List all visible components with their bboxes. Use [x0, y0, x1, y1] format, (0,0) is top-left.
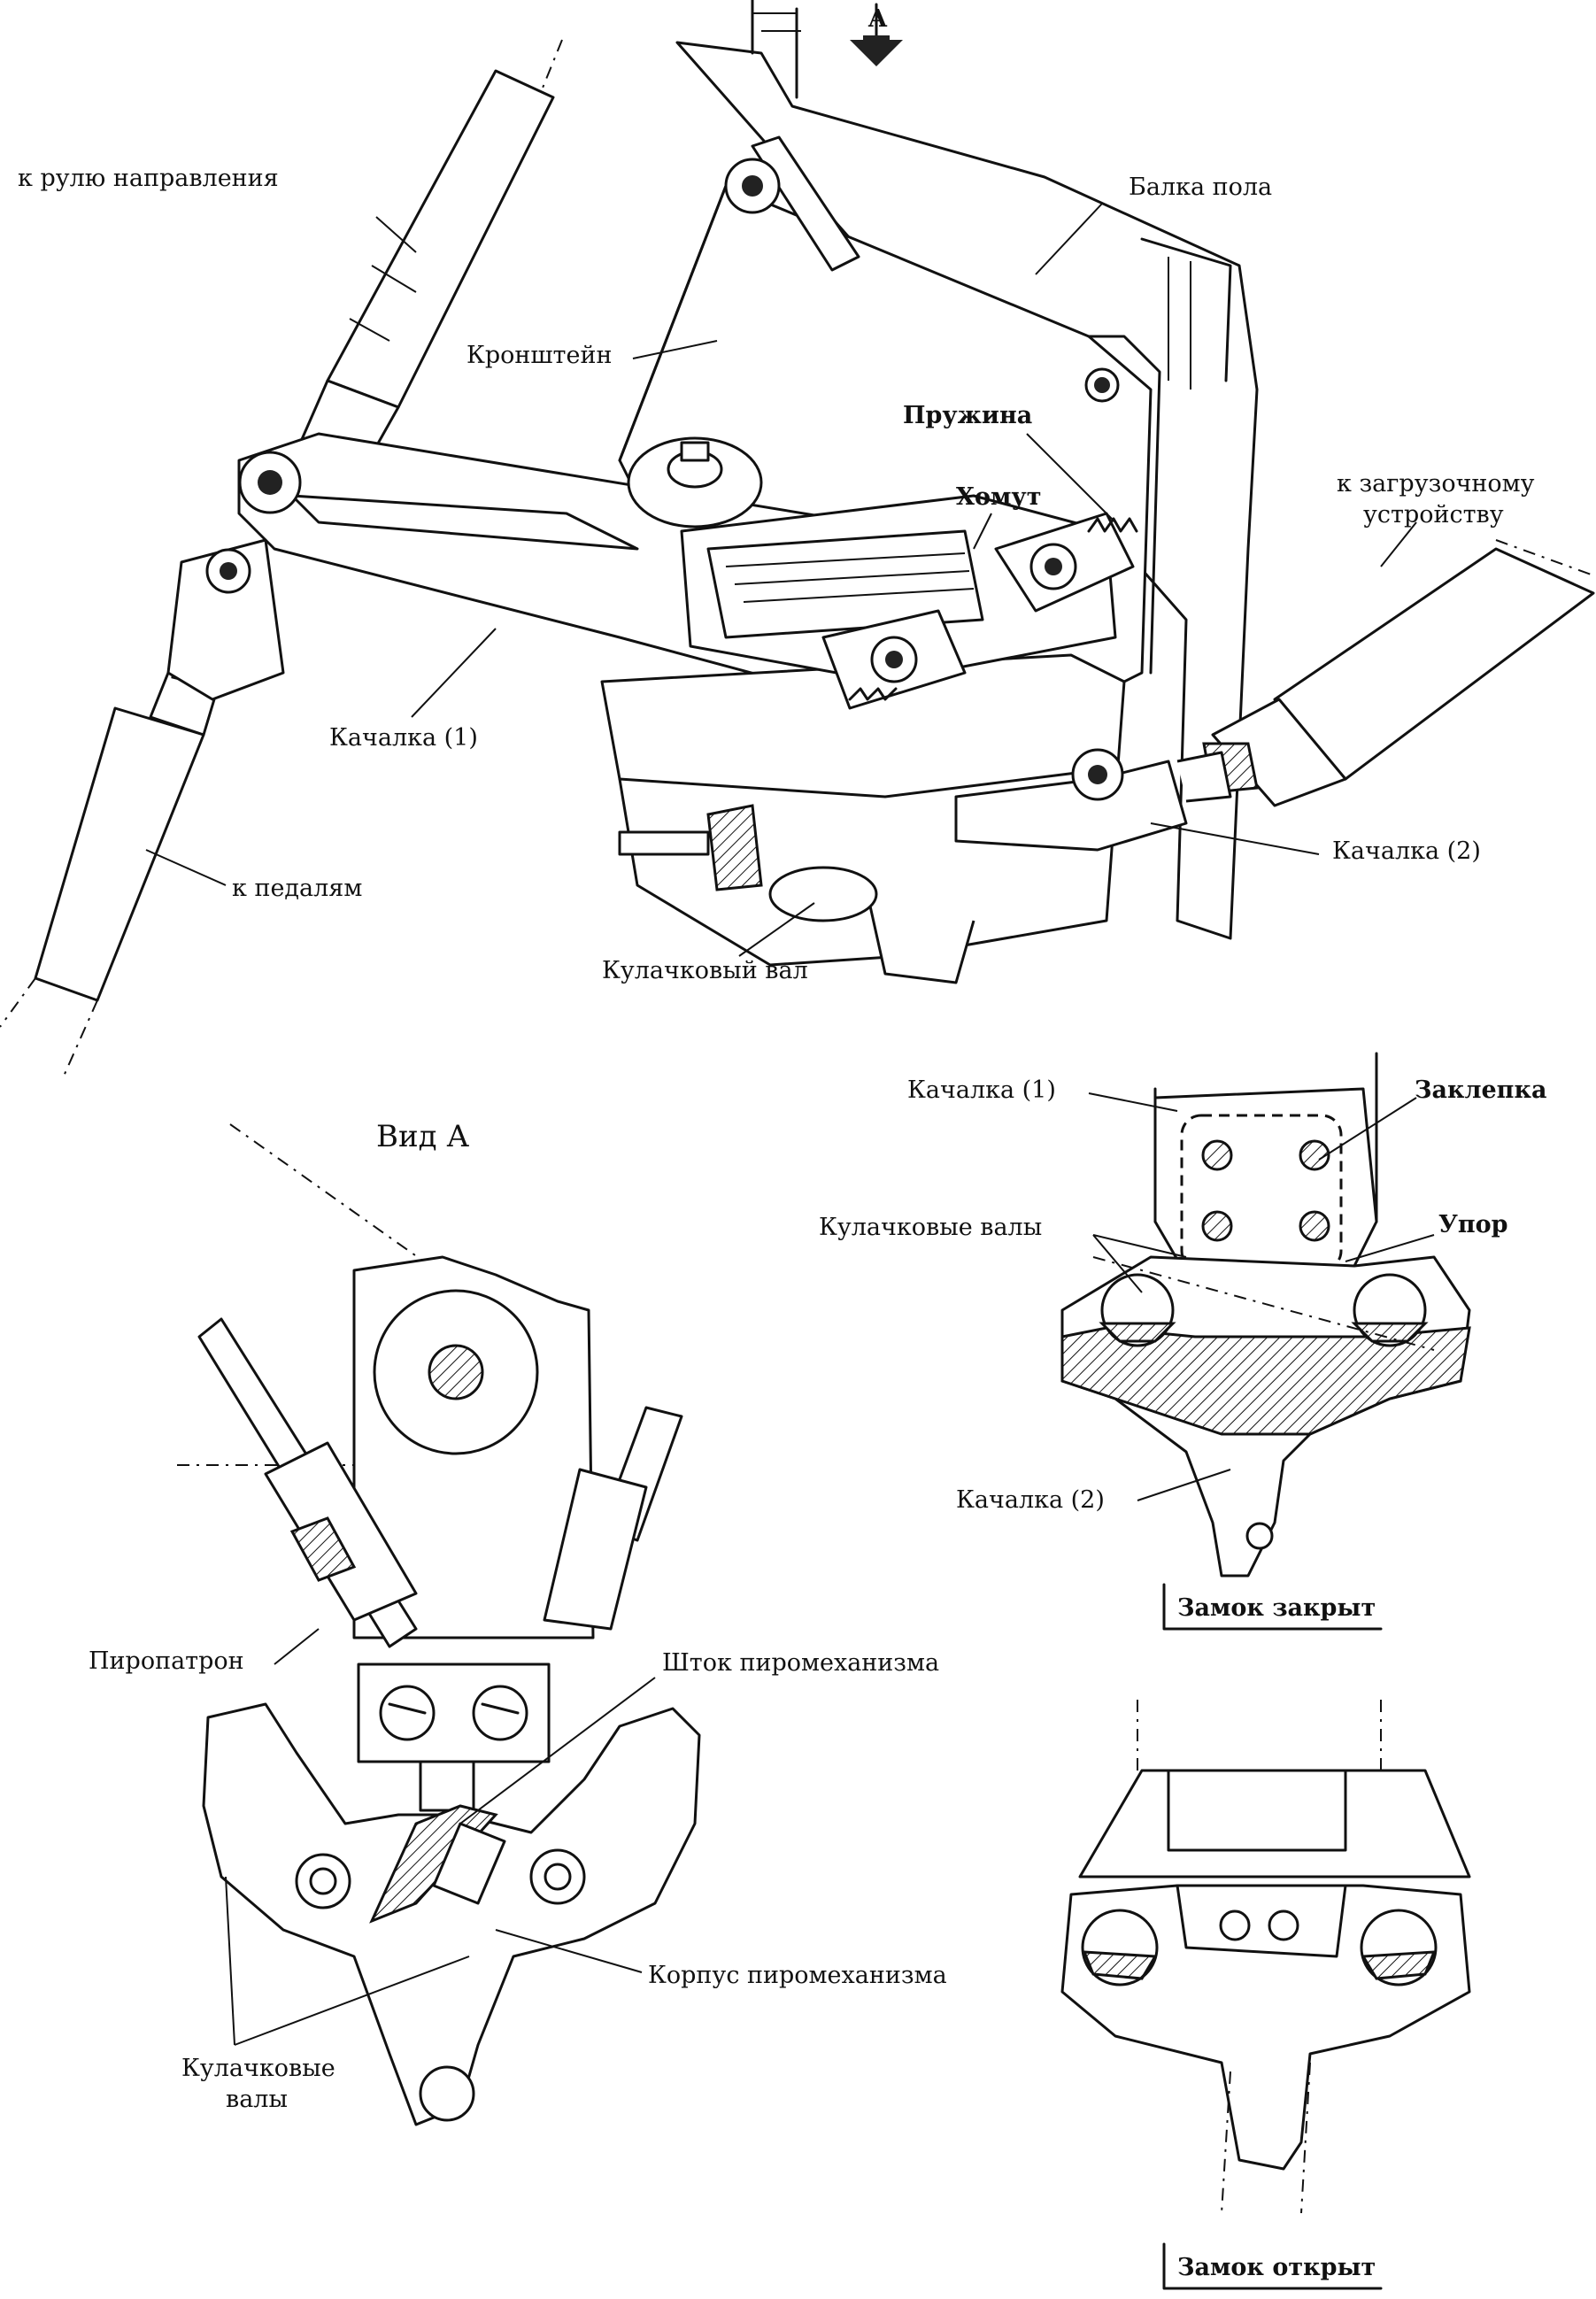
- label-squib: Пиропатрон: [89, 1647, 244, 1675]
- label-floor-beam: Балка пола: [1129, 174, 1272, 201]
- label-closed-rocker-1: Качалка (1): [907, 1076, 1056, 1104]
- label-closed-camshafts: Кулачковые валы: [819, 1214, 1042, 1241]
- view-a-title: Вид А: [376, 1119, 469, 1154]
- label-lock-closed: Замок закрыт: [1177, 1594, 1376, 1622]
- label-body: Корпус пиромеханизма: [648, 1962, 947, 1989]
- label-closed-rocker-2: Качалка (2): [956, 1486, 1105, 1514]
- label-camshaft: Кулачковый вал: [602, 957, 808, 984]
- label-rocker-2: Качалка (2): [1332, 837, 1481, 865]
- label-lock-open: Замок открыт: [1177, 2254, 1376, 2281]
- lock-closed-diagram: Качалка (1) Заклепка Кулачковые валы Упо…: [819, 1052, 1546, 1631]
- label-rocker-1: Качалка (1): [329, 724, 478, 752]
- view-a-marker-letter: A: [867, 5, 888, 33]
- label-closed-stop: Упор: [1438, 1211, 1508, 1238]
- main-leader-lines: [145, 203, 1417, 957]
- rudder-pushrod: [295, 39, 563, 480]
- label-pedals: к педалям: [232, 875, 362, 902]
- view-a-diagram: Вид А Пиропатрон: [89, 1119, 947, 2126]
- main-assembly: A: [0, 0, 1595, 1081]
- top-link: [724, 135, 860, 272]
- label-camshafts-line2: валы: [226, 2086, 288, 2113]
- label-spring: Пружина: [903, 402, 1032, 429]
- label-rudder: к рулю направления: [18, 165, 279, 192]
- label-loader-line1: к загрузочному: [1337, 470, 1535, 498]
- clevis: [166, 538, 285, 701]
- label-camshafts-line1: Кулачковые: [181, 2055, 335, 2082]
- label-closed-rivet: Заклепка: [1415, 1076, 1546, 1104]
- pedals-pushrod: [0, 644, 219, 1081]
- lock-open-diagram: Замок открыт: [1060, 1700, 1471, 2290]
- view-a-arrow-icon: [850, 3, 903, 66]
- rocker-2: [954, 748, 1232, 852]
- spring-assembly: [821, 512, 1138, 710]
- label-loader-line2: устройству: [1363, 501, 1504, 528]
- loader-pushrod: [1202, 539, 1595, 807]
- label-clamp: Хомут: [956, 483, 1041, 511]
- label-rod: Шток пиромеханизма: [662, 1649, 939, 1677]
- camshaft-nut: [618, 804, 878, 922]
- label-bracket: Кронштейн: [466, 342, 612, 369]
